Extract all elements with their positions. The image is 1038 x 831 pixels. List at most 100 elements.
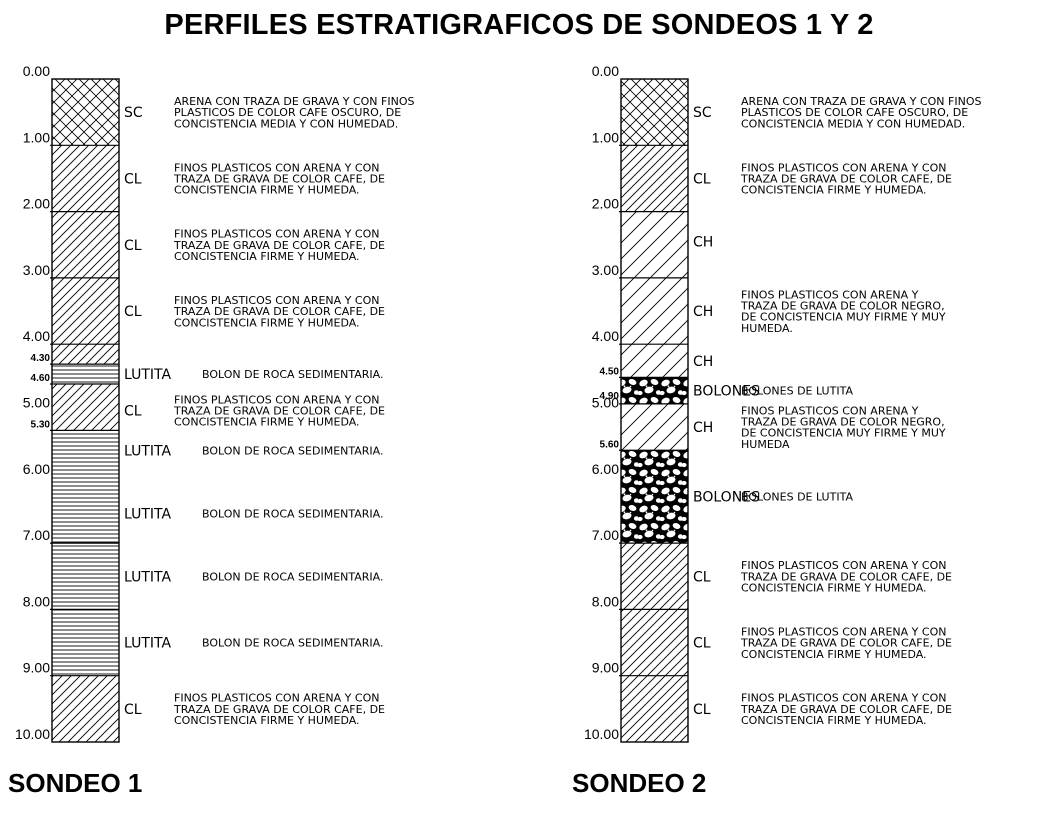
depth-label: 9.00	[592, 660, 619, 676]
layer-description: FINOS PLASTICOS CON ARENA Y CON	[741, 692, 946, 705]
layer-description: CONCISTENCIA FIRME Y HUMEDA.	[741, 184, 927, 197]
layer-fill-crosshatch	[621, 79, 688, 146]
layer-description: TRAZA DE GRAVA DE COLOR CAFE, DE	[740, 637, 952, 650]
depth-label: 5.60	[600, 439, 620, 450]
layer-description: CONCISTENCIA FIRME Y HUMEDA.	[174, 416, 360, 429]
soil-code: BOLONES	[693, 490, 760, 506]
depth-label: 2.00	[23, 196, 50, 212]
layer-description: FINOS PLASTICOS CON ARENA Y CON	[741, 161, 946, 174]
layer-description: FINOS PLASTICOS CON ARENA Y CON	[174, 393, 379, 406]
column-outline	[620, 78, 689, 743]
sondeo-1-label: SONDEO 1	[8, 768, 142, 798]
soil-code: CL	[693, 702, 711, 718]
column-outline	[51, 78, 120, 743]
soil-code: CL	[124, 404, 142, 420]
layer-description: CONCISTENCIA FIRME Y HUMEDA.	[174, 250, 360, 263]
layer-description: TRAZA DE GRAVA DE COLOR CAFE, DE	[740, 703, 952, 716]
layer-description: ARENA CON TRAZA DE GRAVA Y CON FINOS	[741, 95, 981, 108]
layer-description: CONCISTENCIA FIRME Y HUMEDA.	[174, 714, 360, 727]
layer-description: BOLONES DE LUTITA	[741, 385, 853, 398]
soil-code: LUTITA	[124, 569, 171, 585]
layer-description: CONCISTENCIA MEDIA Y CON HUMEDAD.	[741, 117, 965, 130]
layer-description: CONCISTENCIA FIRME Y HUMEDA.	[174, 184, 360, 197]
soil-code: CH	[693, 304, 713, 320]
depth-label: 1.00	[592, 129, 619, 145]
soil-code: LUTITA	[124, 443, 171, 459]
layer-description: FINOS PLASTICOS CON ARENA Y CON	[741, 559, 946, 572]
layer-description: CONCISTENCIA FIRME Y HUMEDA.	[741, 714, 927, 727]
layer-description: CONCISTENCIA FIRME Y HUMEDA.	[741, 581, 927, 594]
depth-label: 2.00	[592, 196, 619, 212]
layer-description: PLASTICOS DE COLOR CAFE OSCURO, DE	[174, 106, 401, 119]
depth-label: 5.00	[23, 395, 50, 411]
layer-description: ARENA CON TRAZA DE GRAVA Y CON FINOS	[174, 95, 414, 108]
depth-label: 10.00	[584, 726, 619, 742]
layer-description: TRAZA DE GRAVA DE COLOR CAFE, DE	[173, 172, 385, 185]
layer-description: CONCISTENCIA FIRME Y HUMEDA.	[174, 316, 360, 329]
layer-description: TRAZA DE GRAVA DE COLOR NEGRO,	[740, 299, 945, 312]
layer-description: TRAZA DE GRAVA DE COLOR CAFE, DE	[740, 570, 952, 583]
layer-description: FINOS PLASTICOS CON ARENA Y CON	[174, 692, 379, 705]
layer-description: CONCISTENCIA FIRME Y HUMEDA.	[741, 648, 927, 661]
layer-description: CONCISTENCIA MEDIA Y CON HUMEDAD.	[174, 117, 398, 130]
depth-label: 8.00	[592, 593, 619, 609]
layer-description: BOLONES DE LUTITA	[741, 491, 853, 504]
layer-description: TRAZA DE GRAVA DE COLOR CAFE, DE	[173, 405, 385, 418]
layer-fill-crosshatch	[52, 79, 119, 146]
layer-fill-boulders	[621, 377, 688, 404]
soil-code: BOLONES	[693, 384, 760, 400]
depth-label: 5.30	[31, 419, 51, 430]
layer-description: FINOS PLASTICOS CON ARENA Y	[741, 404, 919, 417]
layer-description: TRAZA DE GRAVA DE COLOR CAFE, DE	[740, 172, 952, 185]
layer-fill-diagonal-dense	[621, 543, 688, 742]
layer-description: FINOS PLASTICOS CON ARENA Y CON	[174, 228, 379, 241]
depth-label: 6.00	[592, 461, 619, 477]
depth-label: 4.00	[23, 328, 50, 344]
layer-description: BOLON DE ROCA SEDIMENTARIA.	[202, 368, 383, 381]
depth-label: 4.50	[600, 366, 620, 377]
layer-fill-diagonal-dense	[52, 675, 119, 742]
soil-code: SC	[124, 105, 143, 121]
soil-code: CL	[124, 238, 142, 254]
depth-label: 9.00	[23, 660, 50, 676]
layer-description: TRAZA DE GRAVA DE COLOR CAFE, DE	[173, 239, 385, 252]
layer-description: HUMEDA	[741, 438, 790, 451]
page-title: PERFILES ESTRATIGRAFICOS DE SONDEOS 1 Y …	[164, 9, 874, 41]
layer-description: PLASTICOS DE COLOR CAFE OSCURO, DE	[741, 106, 968, 119]
layer-description: BOLON DE ROCA SEDIMENTARIA.	[202, 570, 383, 583]
soil-code: LUTITA	[124, 506, 171, 522]
layer-description: FINOS PLASTICOS CON ARENA Y	[741, 288, 919, 301]
depth-label: 3.00	[23, 262, 50, 278]
soil-code: CL	[124, 304, 142, 320]
layer-description: TRAZA DE GRAVA DE COLOR CAFE, DE	[173, 703, 385, 716]
depth-label: 4.30	[31, 353, 51, 364]
depth-label: 7.00	[592, 527, 619, 543]
soil-code: CL	[693, 636, 711, 652]
soil-code: LUTITA	[124, 636, 171, 652]
sondeo-2-label: SONDEO 2	[572, 768, 706, 798]
depth-label: 10.00	[15, 726, 50, 742]
depth-label: 7.00	[23, 527, 50, 543]
soil-code: CL	[693, 569, 711, 585]
depth-label: 4.90	[600, 391, 620, 402]
layer-fill-horizontal	[52, 364, 119, 384]
layer-fill-diagonal-sparse	[621, 211, 688, 378]
layer-description: BOLON DE ROCA SEDIMENTARIA.	[202, 507, 383, 520]
layer-description: FINOS PLASTICOS CON ARENA Y CON	[741, 625, 946, 638]
depth-label: 5.00	[592, 395, 619, 411]
depth-label: 3.00	[592, 262, 619, 278]
layer-fill-diagonal-dense	[621, 145, 688, 212]
soil-code: SC	[693, 105, 712, 121]
depth-label: 4.60	[31, 373, 51, 384]
depth-label: 1.00	[23, 129, 50, 145]
sondeo-2-profile: 0.001.002.003.004.004.504.905.005.606.00…	[584, 63, 981, 743]
soil-code: CH	[693, 234, 713, 250]
depth-label: 0.00	[23, 63, 50, 79]
soil-code: CH	[693, 354, 713, 370]
layer-fill-diagonal-dense	[52, 383, 119, 431]
depth-label: 8.00	[23, 593, 50, 609]
soil-code: CL	[693, 171, 711, 187]
depth-label: 6.00	[23, 461, 50, 477]
layer-fill-diagonal-dense	[52, 145, 119, 365]
